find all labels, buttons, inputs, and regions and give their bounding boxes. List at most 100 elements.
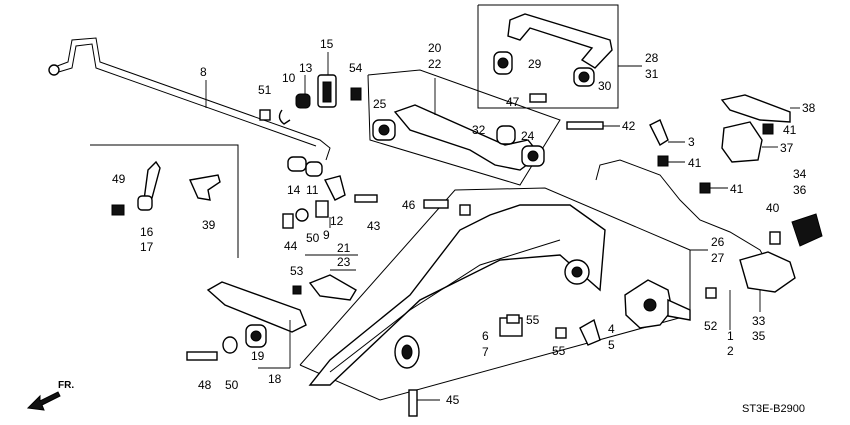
- bolt-55b: [555, 327, 567, 339]
- callout-15: 15: [320, 37, 334, 51]
- nut-54: [350, 87, 362, 101]
- callout-14: 14: [287, 183, 301, 197]
- lower-arm-bushing-32: [496, 125, 516, 145]
- bushing-11: [305, 161, 323, 177]
- callouts: 1 2 3 4 5 6 7 8 9 10 11 12 13 14 15 16 1…: [112, 37, 816, 407]
- callout-7: 7: [482, 345, 489, 359]
- bushing-14: [287, 156, 307, 172]
- callout-19: 19: [251, 349, 265, 363]
- link-joint: [137, 195, 153, 211]
- link-bracket-39: [188, 174, 221, 201]
- lower-arm-bushing-24-hole: [527, 150, 539, 162]
- pad-34-36: [791, 213, 823, 247]
- bolt-45: [408, 389, 418, 417]
- callout-12: 12: [330, 214, 344, 228]
- nut-53: [292, 285, 302, 295]
- callout-6: 6: [482, 329, 489, 343]
- callout-21: 21: [337, 241, 351, 255]
- callout-55a: 55: [526, 313, 540, 327]
- bolt-48: [186, 351, 218, 361]
- bolt-40: [769, 231, 781, 245]
- callout-30: 30: [598, 79, 612, 93]
- callout-41a: 41: [783, 123, 797, 137]
- callout-50a: 50: [225, 378, 239, 392]
- callout-42: 42: [622, 119, 636, 133]
- upper-arm-bushing-29-hole: [497, 57, 509, 69]
- bolt-47: [529, 93, 547, 103]
- callout-17: 17: [140, 240, 154, 254]
- callout-26: 26: [711, 235, 725, 249]
- bolt-42: [566, 121, 604, 130]
- callout-23: 23: [337, 255, 351, 269]
- callout-20: 20: [428, 41, 442, 55]
- bolt-46b: [459, 204, 471, 216]
- stabilizer-end-bushing: [48, 64, 60, 76]
- abs-sensor: [739, 251, 796, 293]
- lower-arm-b: [206, 281, 307, 333]
- bolt-46: [423, 199, 449, 209]
- upper-arm-bushing-30-hole: [578, 71, 590, 83]
- callout-3: 3: [688, 135, 695, 149]
- abs-sensor-wire: [595, 159, 771, 269]
- trailing-arm: [308, 204, 606, 386]
- bolt-55a: [506, 314, 520, 324]
- callout-29: 29: [528, 57, 542, 71]
- callout-1: 1: [727, 329, 734, 343]
- callout-5: 5: [608, 338, 615, 352]
- callout-36: 36: [793, 183, 807, 197]
- stabilizer-bushing: [295, 93, 311, 109]
- callout-47: 47: [506, 95, 520, 109]
- nut-41a: [657, 155, 669, 167]
- callout-4: 4: [608, 322, 615, 336]
- washer-50b: [295, 208, 309, 222]
- hub-center: [643, 298, 657, 312]
- link-frame: [90, 144, 239, 258]
- callout-10: 10: [282, 71, 296, 85]
- nut-41b: [699, 182, 711, 194]
- callout-41c: 41: [730, 182, 744, 196]
- callout-45: 45: [446, 393, 460, 407]
- callout-22: 22: [428, 57, 442, 71]
- trailing-arm-bushing-hole: [401, 344, 413, 360]
- callout-39: 39: [202, 218, 216, 232]
- bracket-3: [649, 119, 669, 147]
- link-nut-49: [111, 204, 125, 216]
- callout-25: 25: [373, 97, 387, 111]
- stabilizer-clamp: [278, 109, 291, 125]
- callout-13: 13: [299, 61, 313, 75]
- callout-18: 18: [268, 372, 282, 386]
- callout-40: 40: [766, 201, 780, 215]
- bracket-12: [323, 175, 346, 201]
- bolt-52: [705, 287, 717, 299]
- lower-arm-bushing-25-hole: [378, 124, 390, 136]
- upper-arm-frame: [477, 4, 619, 109]
- callout-50b: 50: [306, 231, 320, 245]
- lower-arm-a: [393, 104, 541, 171]
- bracket-21-23: [308, 274, 357, 301]
- callout-51: 51: [258, 83, 272, 97]
- washer-50: [222, 336, 238, 354]
- callout-34: 34: [793, 167, 807, 181]
- diagram-code: ST3E-B2900: [742, 403, 805, 415]
- callout-48: 48: [198, 378, 212, 392]
- bracket-37: [721, 121, 763, 163]
- callout-2: 2: [727, 344, 734, 358]
- callout-11: 11: [306, 183, 319, 197]
- callout-52: 52: [704, 319, 718, 333]
- callout-28: 28: [645, 51, 659, 65]
- callout-38: 38: [802, 101, 816, 115]
- nut-41c: [762, 123, 774, 135]
- stabilizer-bar-inner: [51, 43, 317, 147]
- bracket-38: [720, 94, 791, 123]
- callout-53: 53: [290, 264, 304, 278]
- callout-46: 46: [402, 198, 416, 212]
- callout-49: 49: [112, 172, 126, 186]
- callout-8: 8: [200, 65, 207, 79]
- callout-55b: 55: [552, 344, 566, 358]
- callout-35: 35: [752, 329, 766, 343]
- front-arrow-icon: [26, 391, 61, 411]
- callout-32: 32: [472, 123, 486, 137]
- callout-44: 44: [284, 239, 298, 253]
